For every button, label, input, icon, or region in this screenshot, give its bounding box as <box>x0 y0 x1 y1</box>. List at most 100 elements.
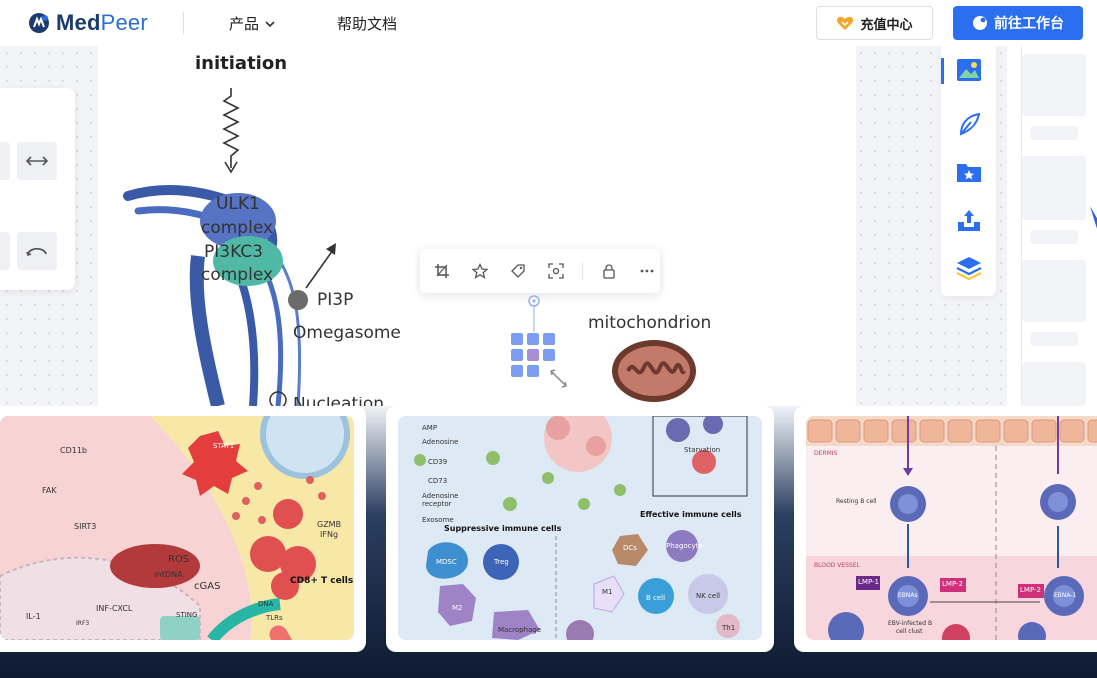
thumb3-label-lmp1: LMP-1 <box>858 578 879 586</box>
star-icon <box>472 263 488 279</box>
upload-icon[interactable] <box>955 206 983 234</box>
gallery-card-placeholder[interactable] <box>1022 260 1086 322</box>
brand-name: MedPeer <box>56 10 148 35</box>
thumb2-label-dcs: DCs <box>623 544 637 552</box>
favorite-button[interactable] <box>468 259 492 283</box>
thumb2-label-mdsc: MDSC <box>436 558 457 566</box>
template-thumb-immune-signaling: CD11b FAK SIRT3 STAT1 ROS mtDNA cGAS STI… <box>0 416 354 640</box>
label-initiation: initiation <box>195 53 288 74</box>
thumb3-label-resting-b: Resting B cell <box>836 498 877 505</box>
label-ulk1: ULK1 <box>216 194 260 214</box>
curve-connector-icon <box>26 247 47 257</box>
thumb3-label-ebna-b: EBNA-1 <box>1054 592 1077 599</box>
panel-button-stub[interactable] <box>0 232 10 270</box>
template-card-2[interactable]: AMP Adenosine CD39 CD73 Adenosine recept… <box>386 406 774 652</box>
label-omegasome: Omegasome <box>293 323 401 343</box>
thumb1-label-irf3: IRF3 <box>76 620 90 627</box>
focus-button[interactable] <box>544 259 568 283</box>
brand-logo[interactable]: MedPeer <box>28 10 148 36</box>
template-thumb-immune-cells: AMP Adenosine CD39 CD73 Adenosine recept… <box>398 416 762 640</box>
thumb-illustration <box>0 416 354 640</box>
gallery-card-placeholder[interactable] <box>1022 54 1086 116</box>
lock-button[interactable] <box>597 259 621 283</box>
thumb-illustration <box>806 416 1097 640</box>
thumb1-label-tlrs: TLRs <box>266 614 283 622</box>
thumb2-label-adenosine: Adenosine <box>422 438 459 446</box>
nav-divider <box>183 12 184 34</box>
thumb2-label-suppressive: Suppressive immune cells <box>444 524 562 533</box>
thumb3-label-ebv-infected: EBV-infected B <box>888 620 933 627</box>
thumb2-label-bcell: B cell <box>646 594 666 602</box>
thumb1-label-il1: IL-1 <box>26 612 41 621</box>
workbench-logo-icon <box>973 16 987 30</box>
thumb2-label-exosome: Exosome <box>422 516 454 524</box>
nav-item-label: 产品 <box>229 16 260 33</box>
width-arrows-icon <box>26 156 48 166</box>
thumb1-label-ros: ROS <box>168 554 190 565</box>
label-complex-2: complex <box>201 265 274 285</box>
recharge-label: 充值中心 <box>860 16 913 32</box>
thumb2-label-macrophage: Macrophage <box>498 626 542 634</box>
thumb1-label-mtdna: mtDNA <box>154 570 183 579</box>
gallery-caption-placeholder <box>1030 126 1078 140</box>
thumb2-label-m2: M2 <box>452 604 463 612</box>
nav-item-help-docs[interactable]: 帮助文档 <box>337 13 397 34</box>
thumb1-label-cgas: cGAS <box>194 581 221 592</box>
thumb2-label-nkcell: NK cell <box>696 592 721 600</box>
nav-item-label: 帮助文档 <box>337 16 398 33</box>
star-folder-icon[interactable] <box>955 158 983 186</box>
thumb1-label-gzmb: GZMB <box>317 520 342 529</box>
curve-connector-button[interactable] <box>17 232 57 270</box>
gallery-card-placeholder[interactable] <box>1022 156 1086 220</box>
chevron-down-icon <box>265 20 275 27</box>
autophagy-diagram[interactable] <box>98 46 558 406</box>
stretch-width-button[interactable] <box>17 142 57 180</box>
right-tool-column <box>941 46 996 296</box>
recharge-button[interactable]: 充值中心 <box>816 6 933 40</box>
panel-button-stub[interactable] <box>0 142 10 180</box>
medpeer-logo-icon <box>29 13 49 33</box>
thumb2-label-m1: M1 <box>602 588 613 596</box>
mitochondrion-graphic <box>612 340 696 402</box>
go-to-workbench-button[interactable]: 前往工作台 <box>953 6 1083 40</box>
label-nucleation: Nucleation <box>293 397 384 406</box>
tag-button[interactable] <box>506 259 530 283</box>
pen-icon[interactable] <box>955 110 983 138</box>
gallery-card-placeholder[interactable] <box>1022 362 1086 406</box>
template-card-3[interactable]: DERMIS Resting B cell BLOOD VESSEL LMP-1… <box>794 406 1097 652</box>
layers-icon[interactable] <box>955 254 983 282</box>
heart-badge-icon <box>837 16 854 30</box>
thumb2-label-adenosine-receptor: Adenosine receptor <box>422 492 459 508</box>
thumb1-label-ifng: IFNg <box>320 530 339 539</box>
more-button[interactable] <box>635 259 659 283</box>
label-mitochondrion: mitochondrion <box>588 313 712 333</box>
left-property-panel <box>0 88 75 290</box>
thumb1-label-sirt3: SIRT3 <box>74 522 97 531</box>
selected-element-handle[interactable] <box>505 292 575 392</box>
tag-icon <box>511 264 525 278</box>
crop-icon <box>435 264 449 278</box>
lock-icon <box>603 264 615 279</box>
crop-button[interactable] <box>430 259 454 283</box>
thumb2-label-amp: AMP <box>422 424 438 432</box>
label-complex-1: complex <box>201 218 274 238</box>
image-icon[interactable] <box>955 56 983 84</box>
thumb3-label-ebna-a: EBNAs <box>898 592 918 599</box>
thumb2-label-phagocyte: Phagocyte <box>666 542 703 550</box>
thumb3-label-blood-vessel: BLOOD VESSEL <box>814 562 860 569</box>
thumb2-label-starvation: Starvation <box>684 446 721 454</box>
label-pi3p: PI3P <box>317 290 354 310</box>
label-nucleation-clip: Nucleation <box>293 397 413 406</box>
template-card-1[interactable]: CD11b FAK SIRT3 STAT1 ROS mtDNA cGAS STI… <box>0 406 366 652</box>
thumb-illustration <box>414 416 748 640</box>
thumb1-label-sting: STING <box>176 611 198 619</box>
top-nav: MedPeer 产品 帮助文档 充值中心 前往工作台 <box>0 0 1097 46</box>
toolbar-divider <box>582 262 583 280</box>
thumb1-label-infcxcl: INF-CXCL <box>96 604 133 613</box>
thumb1-label-stat1: STAT1 <box>213 442 235 450</box>
nav-item-product[interactable]: 产品 <box>229 13 275 34</box>
scroll-hint-icon <box>1090 206 1097 229</box>
gallery-caption-placeholder <box>1030 332 1078 346</box>
thumb2-label-cd73: CD73 <box>428 477 448 485</box>
thumb3-label-dermis: DERMIS <box>814 450 838 457</box>
